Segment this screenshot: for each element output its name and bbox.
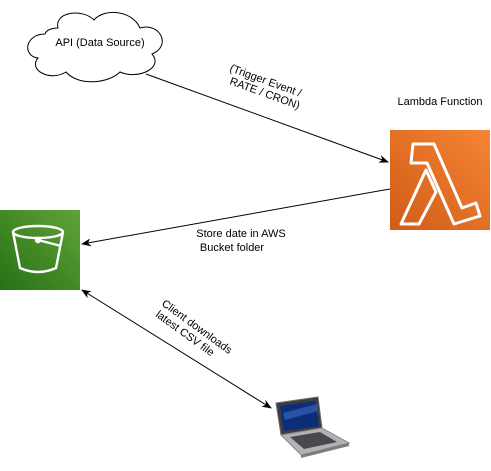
- edge-line: [81, 188, 391, 247]
- s3-bucket-node[interactable]: [0, 210, 80, 290]
- edge-line: [81, 289, 272, 409]
- lambda-function-node[interactable]: Lambda Function: [390, 96, 490, 230]
- lambda-label: Lambda Function: [398, 96, 483, 108]
- api-label: API (Data Source): [55, 37, 144, 49]
- edge-s3-client[interactable]: Client downloads latest CSV file: [81, 289, 272, 409]
- client-laptop-node[interactable]: [275, 396, 351, 458]
- api-cloud-node[interactable]: API (Data Source): [27, 12, 163, 83]
- edge-lambda-to-s3[interactable]: Store date in AWS Bucket folder: [81, 188, 391, 254]
- edge-line: [145, 73, 389, 163]
- edge-api-to-lambda[interactable]: (Trigger Event / RATE / CRON): [145, 63, 389, 163]
- store-label-line2: Bucket folder: [200, 242, 265, 254]
- store-label: Store date in AWS: [196, 228, 285, 240]
- bucket-icon: [11, 224, 65, 274]
- s3-tile: [0, 210, 80, 290]
- cloud-shape: [27, 12, 163, 83]
- lambda-icon: [399, 142, 482, 226]
- laptop-icon: [275, 396, 351, 458]
